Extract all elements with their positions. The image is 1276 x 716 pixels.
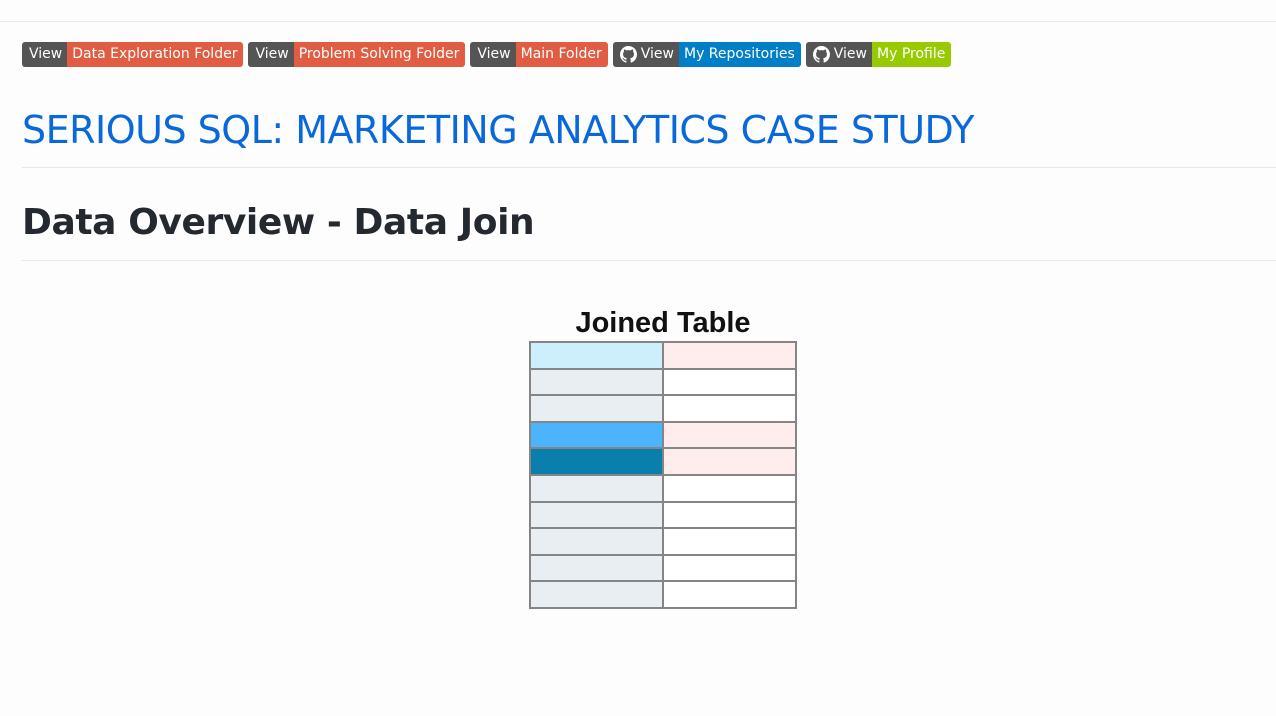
joined-table-row: [529, 473, 797, 503]
right-table-cell: [662, 473, 797, 503]
github-icon: [619, 46, 637, 63]
joined-table-diagram: [529, 341, 797, 609]
joined-table-row: [529, 527, 797, 556]
left-table-cell: [529, 473, 664, 503]
joined-table-row: [529, 580, 797, 609]
badge-left-label: View: [22, 42, 68, 67]
joined-table-row: [529, 394, 797, 423]
badge-view-label: View: [255, 46, 289, 62]
badge-left-label: View: [612, 42, 679, 67]
joined-table-body: [529, 341, 797, 609]
joined-table-row: [529, 341, 797, 370]
github-icon: [812, 46, 830, 63]
section-divider: [22, 260, 1276, 261]
left-table-cell: [529, 341, 664, 370]
badge-left-label: View: [248, 42, 294, 67]
badge-right-label: Problem Solving Folder: [293, 42, 466, 67]
right-table-cell: [662, 341, 797, 370]
left-table-cell: [529, 367, 664, 397]
badge-view-label: View: [29, 46, 63, 62]
joined-table-row: [529, 420, 797, 450]
badge-bar: View Data Exploration Folder View Proble…: [22, 42, 952, 67]
right-table-cell: [662, 580, 797, 609]
badge-right-label: Main Folder: [515, 42, 608, 67]
joined-table-row: [529, 447, 797, 476]
right-table-cell: [662, 527, 797, 556]
figure-caption: Joined Table: [575, 307, 751, 339]
left-table-cell: [529, 580, 664, 609]
section-heading: Data Overview - Data Join: [22, 202, 535, 243]
badge-data-exploration-folder[interactable]: View Data Exploration Folder: [22, 42, 244, 67]
badge-problem-solving-folder[interactable]: View Problem Solving Folder: [248, 42, 466, 67]
right-table-cell: [662, 394, 797, 423]
badge-right-label: Data Exploration Folder: [67, 42, 244, 67]
right-table-cell: [662, 447, 797, 476]
badge-right-label: My Profile: [872, 42, 952, 67]
left-table-cell: [529, 447, 664, 476]
joined-table-row: [529, 367, 797, 397]
left-table-cell: [529, 527, 664, 556]
joined-table-row: [529, 553, 797, 583]
badge-view-label: View: [833, 46, 867, 62]
badge-left-label: View: [470, 42, 516, 67]
left-table-cell: [529, 500, 664, 530]
right-table-cell: [662, 367, 797, 397]
right-table-cell: [662, 500, 797, 530]
top-divider: [0, 21, 1276, 22]
left-table-cell: [529, 553, 664, 583]
badge-view-label: View: [640, 46, 674, 62]
title-divider: [22, 167, 1276, 168]
right-table-cell: [662, 553, 797, 583]
page-title: SERIOUS SQL: MARKETING ANALYTICS CASE ST…: [22, 108, 974, 152]
badge-right-label: My Repositories: [678, 42, 801, 67]
badge-my-profile[interactable]: View My Profile: [805, 42, 952, 67]
badge-main-folder[interactable]: View Main Folder: [470, 42, 608, 67]
left-table-cell: [529, 420, 664, 450]
joined-table-figure: Joined Table: [529, 305, 797, 609]
joined-table-row: [529, 500, 797, 530]
left-table-cell: [529, 394, 664, 423]
right-table-cell: [662, 420, 797, 450]
badge-left-label: View: [805, 42, 872, 67]
badge-my-repositories[interactable]: View My Repositories: [612, 42, 801, 67]
badge-view-label: View: [477, 46, 511, 62]
